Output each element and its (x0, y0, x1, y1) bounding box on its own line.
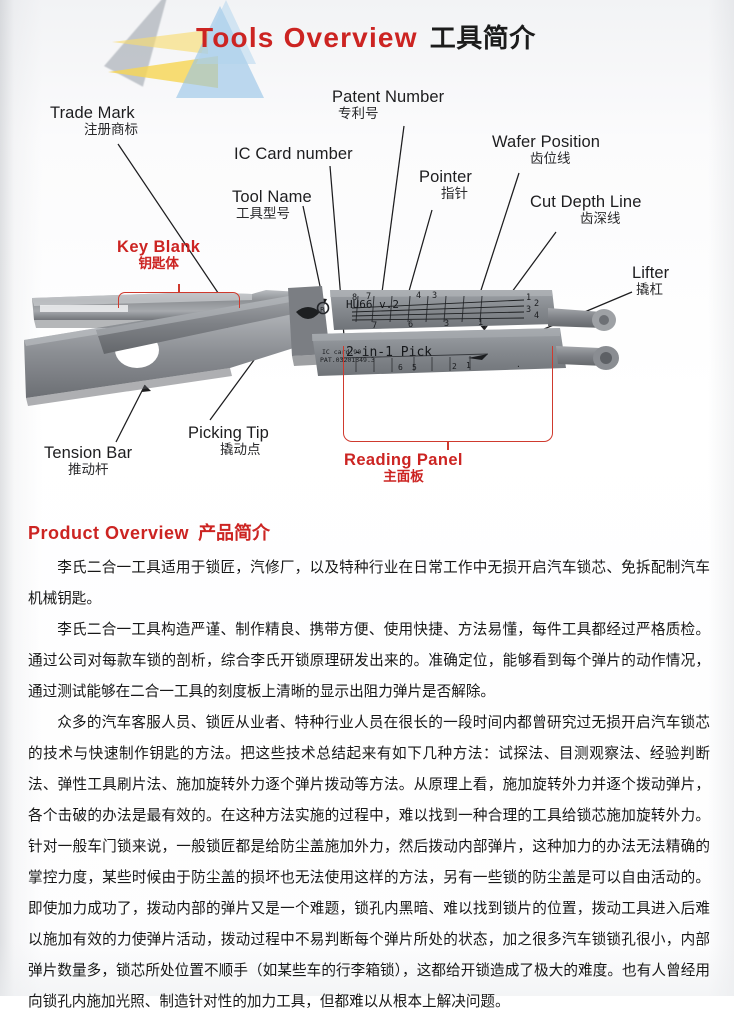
paragraph: 李氏二合一工具适用于锁匠，汽修厂，以及特种行业在日常工作中无损开启汽车锁芯、免拆… (28, 559, 710, 607)
callout-trade-mark-en: Trade Mark (50, 104, 135, 122)
callout-cut-depth-line-en: Cut Depth Line (530, 193, 642, 211)
svg-text:7: 7 (372, 321, 377, 331)
paragraph: 李氏二合一工具构造严谨、制作精良、携带方便、使用快捷、方法易懂，每件工具都经过严… (28, 621, 710, 700)
page-title-en: Tools Overview (196, 22, 418, 53)
callout-key-blank-cn: 钥匙体 (138, 256, 179, 272)
product-overview-heading-cn: 产品简介 (198, 523, 271, 543)
callout-tool-name-en: Tool Name (232, 188, 312, 206)
svg-text:4: 4 (416, 291, 421, 301)
key-blank-brace-stem (178, 284, 180, 293)
svg-text:1: 1 (466, 361, 471, 370)
callout-key-blank-en: Key Blank (117, 238, 201, 256)
callout-reading-panel-cn: 主面板 (383, 469, 424, 485)
callout-tension-bar-cn: 推动杆 (68, 462, 109, 478)
svg-text:R: R (320, 306, 325, 314)
tool-lifter (548, 308, 619, 370)
callout-ic-card-number: IC Card number (234, 145, 353, 163)
svg-text:2: 2 (534, 299, 539, 309)
svg-text:4: 4 (534, 311, 539, 321)
product-overview-heading-en: Product Overview (28, 523, 190, 543)
svg-text:7: 7 (366, 292, 371, 302)
callout-trade-mark: Trade Mark 注册商标 (50, 104, 138, 138)
svg-text:3: 3 (444, 319, 449, 329)
callout-wafer-position-cn: 齿位线 (530, 151, 571, 167)
svg-text:2: 2 (452, 362, 457, 371)
reading-panel-brace-stem (447, 441, 449, 450)
callout-lifter-cn: 撬杠 (636, 282, 663, 298)
svg-text:1: 1 (526, 293, 531, 303)
decor-triangle-blue-small (196, 0, 256, 64)
reading-panel-brace (343, 346, 553, 442)
product-overview-heading: Product Overview 产品简介 (28, 519, 270, 545)
callout-picking-tip: Picking Tip 撬动点 (188, 424, 269, 458)
callout-tension-bar: Tension Bar 推动杆 (44, 444, 132, 478)
svg-text:5: 5 (412, 363, 417, 372)
callout-tool-name-cn: 工具型号 (236, 206, 290, 222)
tool-model-text: HU66 v.2 (346, 298, 399, 311)
callout-tool-name: Tool Name 工具型号 (232, 188, 312, 222)
callout-lifter: Lifter 撬杠 (632, 264, 669, 298)
callout-cut-depth-line: Cut Depth Line 齿深线 (530, 193, 641, 227)
tool-picking-tip (96, 294, 312, 354)
svg-text:8: 8 (352, 293, 357, 303)
svg-text:3: 3 (432, 291, 437, 301)
svg-text:IC card:90: IC card:90 (322, 348, 361, 356)
paragraph: 众多的汽车客服人员、锁匠从业者、特种行业人员在很长的一段时间内都曾研究过无损开启… (28, 714, 710, 1010)
tool-lower-panel: 2-in-1 Pick IC card:90 PAT.03201349.3 6 … (312, 328, 566, 376)
callout-pointer-en: Pointer (419, 168, 472, 186)
svg-text:6: 6 (398, 363, 403, 372)
svg-text:PAT.03201349.3: PAT.03201349.3 (320, 356, 375, 364)
svg-text:3: 3 (526, 305, 531, 315)
callout-cut-depth-line-cn: 齿深线 (580, 211, 621, 227)
callout-key-blank: Key Blank 钥匙体 (117, 238, 200, 272)
svg-text:1: 1 (478, 318, 483, 328)
callout-reading-panel-en: Reading Panel (344, 451, 463, 469)
svg-text:6: 6 (408, 320, 413, 330)
callout-tension-bar-en: Tension Bar (44, 444, 133, 462)
callout-lifter-en: Lifter (632, 264, 670, 282)
callout-patent-number-en: Patent Number (332, 88, 445, 106)
page-title: Tools Overview 工具简介 (196, 18, 536, 55)
page-header: Tools Overview 工具简介 (0, 0, 734, 98)
svg-text:.: . (516, 360, 521, 369)
tool-reading-panel: 8 7 4 3 1 2 3 4 7 6 3 1 HU66 v.2 (330, 290, 556, 331)
callout-patent-number-cn: 专利号 (338, 106, 379, 122)
callout-trade-mark-cn: 注册商标 (84, 122, 138, 138)
callout-ic-card-number-en: IC Card number (234, 145, 353, 163)
product-overview-body: 李氏二合一工具适用于锁匠，汽修厂，以及特种行业在日常工作中无损开启汽车锁芯、免拆… (28, 552, 710, 1017)
callout-wafer-position: Wafer Position 齿位线 (492, 133, 600, 167)
callout-pointer-cn: 指针 (441, 186, 468, 202)
callout-patent-number: Patent Number 专利号 (332, 88, 444, 122)
page-title-cn: 工具简介 (429, 23, 536, 53)
key-blank-brace (118, 292, 240, 308)
callout-picking-tip-en: Picking Tip (188, 424, 269, 442)
callout-wafer-position-en: Wafer Position (492, 133, 601, 151)
callout-picking-tip-cn: 撬动点 (220, 442, 261, 458)
callout-reading-panel: Reading Panel 主面板 (344, 451, 463, 485)
callout-pointer: Pointer 指针 (419, 168, 472, 202)
